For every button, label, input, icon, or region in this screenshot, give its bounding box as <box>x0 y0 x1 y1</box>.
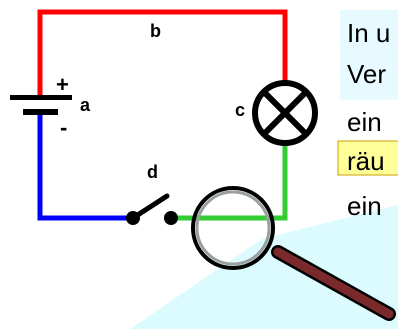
wire-top <box>37 9 288 96</box>
text-line-4: räu <box>347 146 385 176</box>
text-line-3: ein <box>347 107 382 137</box>
wire-top-label: b <box>150 21 161 41</box>
lamp-label: c <box>235 100 245 120</box>
text-highlight-yellow <box>337 140 398 176</box>
text-line-5: ein <box>347 191 382 221</box>
wire-negative <box>37 114 133 221</box>
battery-label: a <box>80 95 91 115</box>
text-highlight-blue <box>340 10 398 100</box>
battery-icon <box>10 95 72 115</box>
switch-label: d <box>147 162 158 182</box>
switch-icon <box>126 193 178 225</box>
battery-plus-label: + <box>56 72 69 97</box>
lamp-icon <box>252 80 318 146</box>
text-line-2: Ver <box>347 59 386 89</box>
wire-green <box>171 143 288 221</box>
magnifier-beam <box>130 205 398 329</box>
text-line-1: In u <box>347 18 390 48</box>
magnifying-glass-icon <box>191 186 396 321</box>
battery-minus-label: - <box>60 115 67 140</box>
